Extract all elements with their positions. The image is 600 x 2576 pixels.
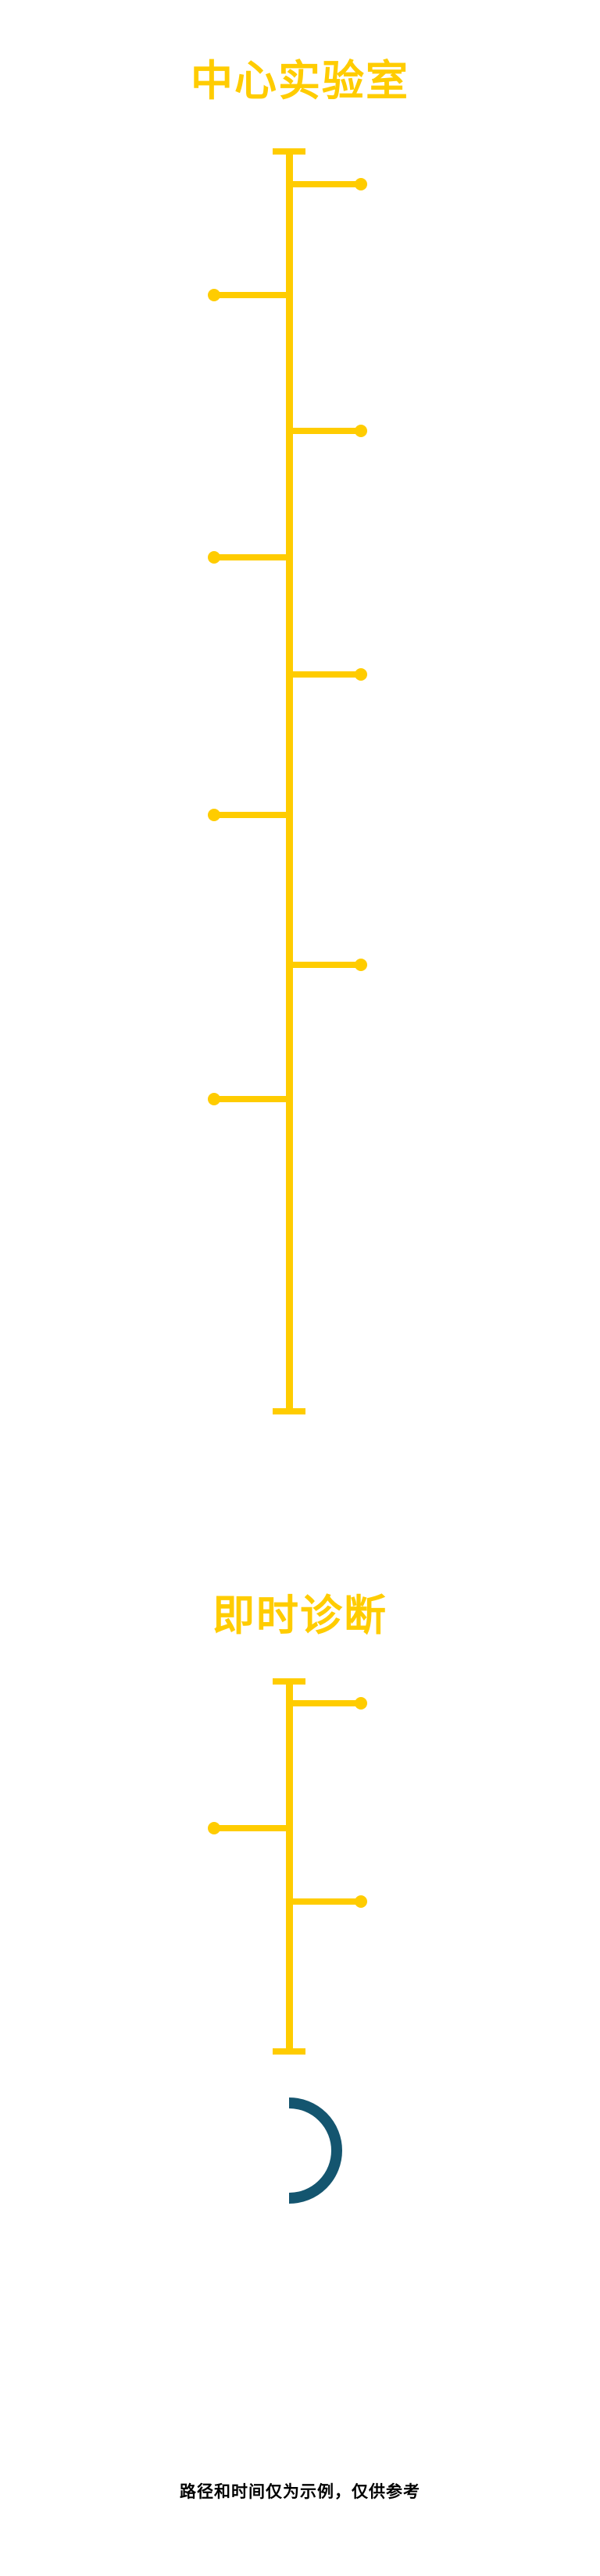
partial-circle-arc-icon <box>288 2097 342 2204</box>
timeline-node-3[interactable] <box>289 425 367 437</box>
timeline-spine <box>286 1678 293 2055</box>
timeline-node-1[interactable] <box>289 178 367 190</box>
timeline-node-dot <box>355 425 367 437</box>
timeline-node-dot <box>355 178 367 190</box>
section-title-central-lab: 中心实验室 <box>191 58 409 105</box>
timeline-node-7[interactable] <box>289 959 367 971</box>
timeline-node-3[interactable] <box>289 1895 367 1908</box>
timeline-cap-bottom <box>273 2048 305 2055</box>
timeline-node-dot <box>208 289 220 301</box>
timeline-node-8[interactable] <box>208 1093 289 1105</box>
timeline-spine <box>286 148 293 1414</box>
timeline-node-2[interactable] <box>208 1822 289 1834</box>
footer-disclaimer: 路径和时间仅为示例，仅供参考 <box>180 2483 420 2501</box>
timeline-point-of-care <box>0 1678 600 2055</box>
timeline-cap-top <box>273 1678 305 1685</box>
timeline-node-dot <box>208 1093 220 1105</box>
timeline-node-dot <box>355 1895 367 1908</box>
timeline-node-dot <box>355 668 367 681</box>
timeline-central-lab <box>0 148 600 1414</box>
timeline-node-1[interactable] <box>289 1697 367 1710</box>
section-title-point-of-care: 即时诊断 <box>212 1592 388 1639</box>
decorative-arc-container <box>0 2092 600 2209</box>
timeline-node-6[interactable] <box>208 809 289 821</box>
timeline-cap-bottom <box>273 1408 305 1414</box>
timeline-node-dot <box>208 551 220 564</box>
timeline-cap-top <box>273 148 305 155</box>
timeline-node-dot <box>355 1697 367 1710</box>
timeline-node-5[interactable] <box>289 668 367 681</box>
timeline-node-2[interactable] <box>208 289 289 301</box>
timeline-node-dot <box>208 809 220 821</box>
timeline-node-dot <box>355 959 367 971</box>
timeline-node-dot <box>208 1822 220 1834</box>
timeline-node-4[interactable] <box>208 551 289 564</box>
